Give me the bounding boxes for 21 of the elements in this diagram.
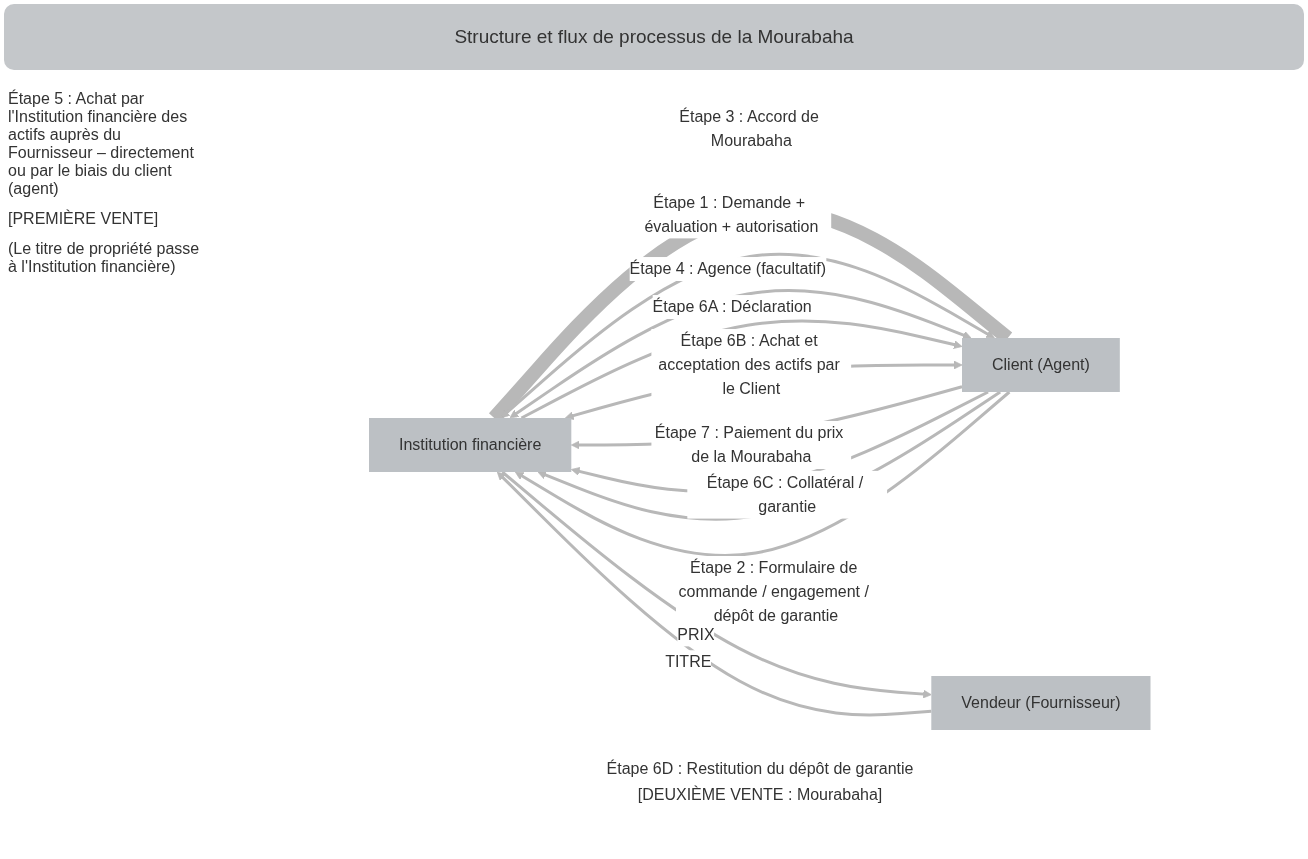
edge-label: Étape 6B : Achat et acceptation des actifs par le Client <box>658 332 841 397</box>
edge-label: Étape 2 : Formulaire de commande / engagement / dépôt de garantie <box>678 558 870 624</box>
edge-label: PRIX <box>677 625 715 643</box>
edge-label: Étape 1 : Demande + évaluation + autorisation <box>644 193 819 235</box>
node-box: Institution financière <box>369 418 572 472</box>
note-text: [DEUXIÈME VENTE : Mourabaha] <box>636 786 884 804</box>
note-text: (Le titre de propriété passe à l'Institution financière) <box>8 240 201 276</box>
edge-label: Étape 3 : Accord de Mourabaha <box>679 108 820 149</box>
title-bar: Structure et flux de processus de la Mourabaha <box>4 4 1304 70</box>
edge-label: Étape 6C : Collatéral / garantie <box>707 473 864 515</box>
note-text: [PREMIÈRE VENTE] <box>8 210 160 228</box>
arrow <box>515 390 1011 557</box>
edge-label: Étape 4 : Agence (facultatif) <box>629 260 827 278</box>
node-box: Client (Agent) <box>962 338 1121 392</box>
edge-label: Étape 7 : Paiement du prix de la Mourabaha <box>655 424 844 465</box>
edge-label: TITRE <box>665 653 712 671</box>
edge-label: Étape 6A : Déclaration <box>652 298 812 316</box>
node-box: Vendeur (Fournisseur) <box>931 676 1151 730</box>
arrow <box>571 390 989 493</box>
note-text: Étape 5 : Achat par l'Institution financière des actifs auprès du Fournisseur – directement ou par le biais du client (agent) <box>8 90 195 198</box>
note-text: Étape 6D : Restitution du dépôt de garantie <box>605 760 915 778</box>
